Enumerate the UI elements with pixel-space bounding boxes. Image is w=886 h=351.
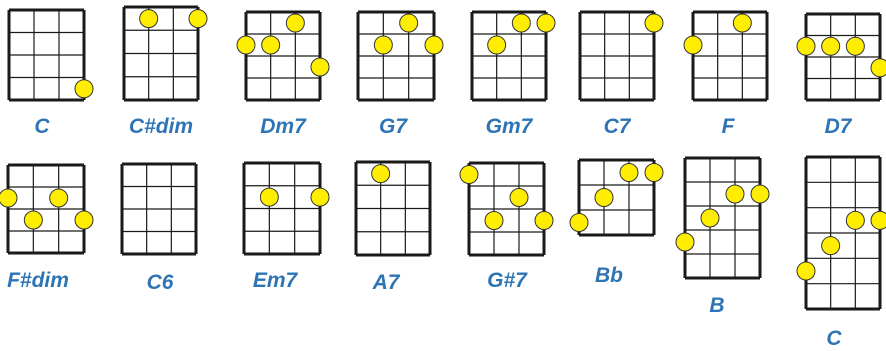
chord-diagram-dm7-2: [236, 10, 330, 102]
finger-dot: [845, 36, 865, 56]
finger-dot: [619, 163, 639, 182]
chord-name-bb: Bb: [595, 264, 623, 287]
finger-dot: [725, 184, 745, 204]
finger-dot: [487, 35, 507, 55]
finger-dot: [569, 213, 589, 232]
chord-name-d7: D7: [824, 115, 852, 138]
finger-dot: [870, 58, 886, 78]
chord-diagram-f-6: [683, 10, 769, 102]
finger-dot: [0, 188, 18, 208]
finger-dot: [845, 210, 865, 230]
finger-dot: [534, 211, 554, 230]
finger-dot: [700, 208, 720, 228]
finger-dot: [509, 188, 529, 207]
chord-diagram-a7-11: [354, 160, 432, 257]
finger-dot: [371, 164, 391, 184]
finger-dot: [821, 36, 841, 56]
finger-dot: [261, 35, 281, 55]
finger-dot: [139, 9, 159, 29]
chord-name-b: B: [709, 294, 725, 317]
chord-diagram-fsharp-dim-8: [0, 163, 94, 255]
finger-dot: [459, 165, 479, 184]
finger-dot: [644, 13, 664, 33]
chord-diagram-c7-5: [578, 10, 664, 102]
chord-name-c6: C6: [146, 271, 174, 294]
finger-dot: [870, 210, 886, 230]
finger-dot: [23, 210, 43, 230]
chord-diagram-c6-9: [120, 162, 198, 256]
finger-dot: [49, 188, 69, 208]
finger-dot: [821, 236, 841, 256]
finger-dot: [732, 13, 752, 33]
chord-name-gsharp7: G#7: [487, 269, 527, 292]
chord-name-em7: Em7: [252, 269, 298, 292]
finger-dot: [373, 35, 393, 55]
chord-name-f: F: [721, 115, 735, 138]
chord-name-fsharp-dim: F#dim: [7, 269, 69, 292]
chord-diagram-csharp-dim-1: [122, 5, 208, 102]
chord-diagram-gsharp-7-12: [459, 161, 554, 257]
finger-dot: [188, 9, 208, 29]
finger-dot: [750, 184, 770, 204]
chord-diagram-d7-7: [796, 12, 886, 102]
finger-dot: [675, 232, 695, 252]
finger-dot: [484, 211, 504, 230]
chord-diagram-g7-3: [356, 10, 444, 102]
chord-name-c-high: C: [826, 327, 842, 350]
finger-dot: [74, 210, 94, 230]
finger-dot: [74, 79, 94, 99]
finger-dot: [310, 187, 330, 207]
finger-dot: [424, 35, 444, 55]
finger-dot: [536, 13, 556, 33]
chord-name-a7: A7: [372, 271, 400, 294]
finger-dot: [310, 57, 330, 77]
finger-dot: [683, 35, 703, 55]
finger-dot: [236, 35, 256, 55]
chord-name-dm7: Dm7: [260, 115, 306, 138]
chord-name-g7: G7: [378, 115, 408, 138]
chord-name-c7: C7: [603, 115, 631, 138]
chord-name-c: C: [34, 115, 50, 138]
chord-diagram-gm7-4: [470, 10, 556, 102]
chord-diagram-em7-10: [242, 161, 330, 256]
chord-diagram-b-14: [675, 156, 770, 280]
finger-dot: [259, 187, 279, 207]
chord-name-gm7: Gm7: [485, 115, 533, 138]
finger-dot: [644, 163, 664, 182]
finger-dot: [399, 13, 419, 33]
chord-diagram-c-0: [7, 8, 94, 102]
chord-diagram-bb-13: [569, 158, 664, 237]
finger-dot: [594, 188, 614, 207]
chord-name-csharp-dim: C#dim: [128, 115, 194, 138]
finger-dot: [796, 36, 816, 56]
chord-diagram-c-15: [796, 155, 886, 311]
finger-dot: [796, 261, 816, 281]
finger-dot: [511, 13, 531, 33]
finger-dot: [285, 13, 305, 33]
